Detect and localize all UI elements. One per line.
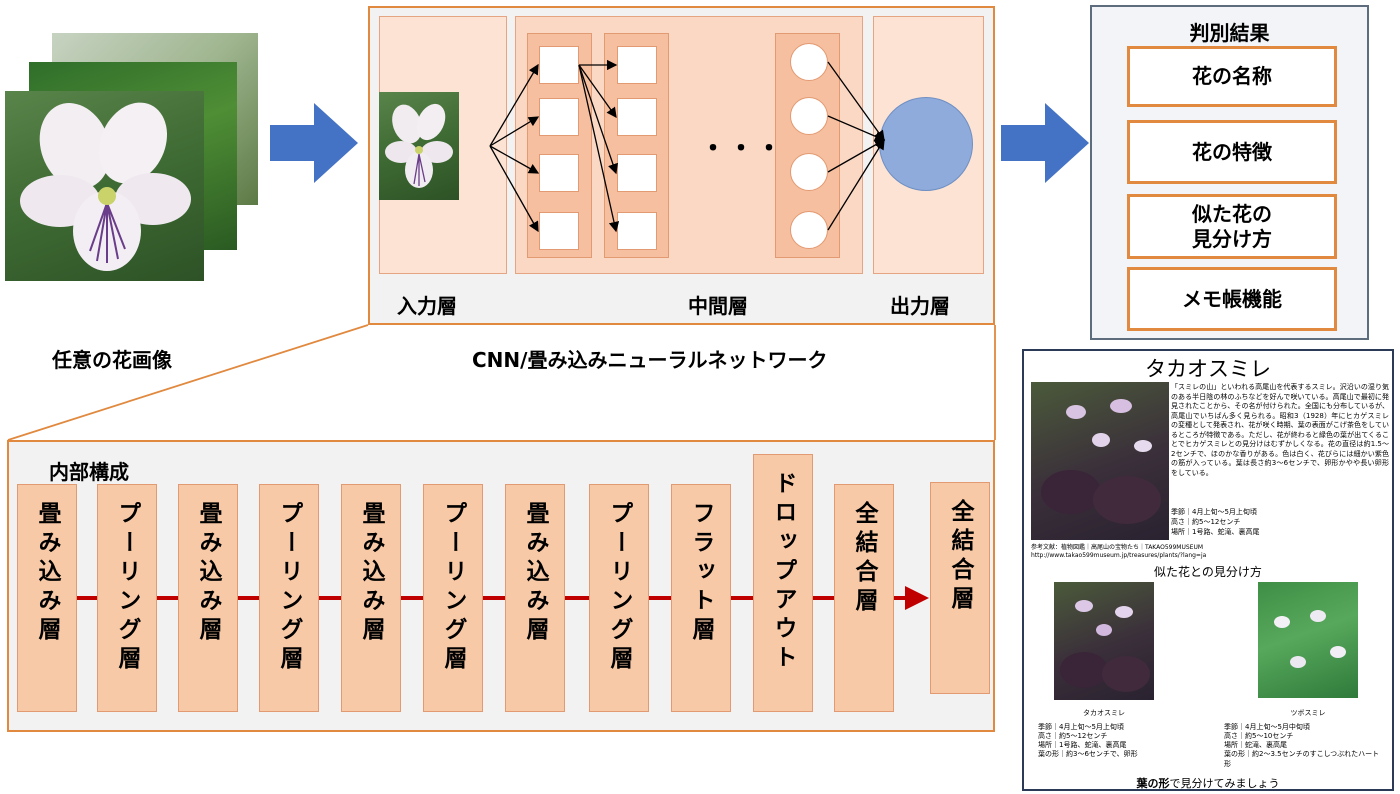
layer-dense-2: 全結合層 <box>930 482 990 694</box>
compare-photo-right <box>1258 582 1358 698</box>
violet-flower-icon <box>1060 600 1150 692</box>
result-panel: 判別結果 花の名称 花の特徴 似た花の 見分け方 メモ帳機能 <box>1090 5 1369 340</box>
output-layer-label: 出力層 <box>890 294 950 318</box>
card-main-photo <box>1031 382 1169 540</box>
node <box>617 154 657 192</box>
layer-pool-4: プーリング層 <box>589 484 649 712</box>
card-place: 場所｜1号路、蛇滝、裏高尾 <box>1171 528 1260 536</box>
middle-ellipsis: ・・・ <box>700 134 785 164</box>
card-season: 季節｜4月上旬～5月上旬頃 <box>1171 508 1257 516</box>
compare-left-name: タカオスミレ <box>1083 709 1125 717</box>
layer-conv-3: 畳み込み層 <box>341 484 401 712</box>
result-item-memo: メモ帳機能 <box>1127 267 1337 331</box>
compare-right-name: ツボスミレ <box>1290 709 1326 717</box>
node <box>617 98 657 136</box>
node-circle <box>790 211 828 249</box>
cnn-connections <box>489 59 886 233</box>
flower-photo-front <box>5 91 204 281</box>
node-circle <box>790 153 828 191</box>
card-title: タカオスミレ <box>1145 357 1271 381</box>
node <box>617 46 657 84</box>
node <box>539 154 579 192</box>
node <box>539 212 579 250</box>
node <box>617 212 657 250</box>
card-reference: 参考文献：植物図鑑｜高尾山の宝物たち｜TAKAO599MUSEUM <box>1031 544 1204 551</box>
layer-pool-1: プーリング層 <box>97 484 157 712</box>
compare-left-height: 高さ｜約5～12センチ <box>1038 732 1108 740</box>
layer-dropout: ドロップアウト <box>753 454 813 712</box>
compare-photo-left <box>1054 582 1154 700</box>
result-title: 判別結果 <box>1189 21 1270 45</box>
layer-pool-2: プーリング層 <box>259 484 319 712</box>
violet-flower-icon <box>20 102 191 271</box>
output-node <box>879 97 973 191</box>
zoom-lines <box>7 324 996 441</box>
result-item-similar: 似た花の 見分け方 <box>1127 194 1337 259</box>
layer-conv-1: 畳み込み層 <box>17 484 77 712</box>
middle-layer-label: 中間層 <box>688 294 748 318</box>
compare-left-season: 季節｜4月上旬～5月上旬頃 <box>1038 723 1124 731</box>
compare-right-season: 季節｜4月上旬～5月中旬頃 <box>1224 723 1310 731</box>
compare-left-leaf: 葉の形｜約3～6センチで、卵形 <box>1038 750 1138 758</box>
internal-title: 内部構成 <box>49 460 129 484</box>
card-description: 「スミレの山」といわれる高尾山を代表するスミレ。沢沿いの湿り気のある半日陰の林の… <box>1171 383 1389 477</box>
card-footer: 葉の形で見分けてみましょう <box>1024 775 1392 791</box>
layer-conv-2: 畳み込み層 <box>178 484 238 712</box>
violet-flower-icon <box>1041 399 1161 524</box>
card-footer-text: で見分けてみましょう <box>1169 777 1280 790</box>
internal-structure-panel: 内部構成 畳み込み層 プーリング層 畳み込み層 プーリング層 畳み込み層 プーリ… <box>7 440 995 732</box>
node-circle <box>790 97 828 135</box>
compare-left-place: 場所｜1号路、蛇滝、裏高尾 <box>1038 741 1127 749</box>
flower-info-card: タカオスミレ 「スミレの山」といわれる高尾山を代表するスミレ。沢沿いの湿り気のあ… <box>1022 349 1394 791</box>
right-arrow-icon <box>1001 103 1089 183</box>
node <box>539 98 579 136</box>
violet-flower-icon <box>385 103 453 188</box>
card-reference-url: http://www.takao599museum.jp/treasures/p… <box>1031 552 1207 559</box>
layer-pool-3: プーリング層 <box>423 484 483 712</box>
node-circle <box>790 43 828 81</box>
violet-flower-icon <box>1274 610 1346 668</box>
compare-title: 似た花との見分け方 <box>1154 565 1262 579</box>
card-height: 高さ｜約5～12センチ <box>1171 518 1241 526</box>
node <box>539 46 579 84</box>
result-item-name: 花の名称 <box>1127 46 1337 107</box>
input-layer-label: 入力層 <box>397 294 457 318</box>
card-footer-emphasis: 葉の形 <box>1136 777 1170 790</box>
input-layer-thumbnail <box>379 92 459 200</box>
layer-conv-4: 畳み込み層 <box>505 484 565 712</box>
layer-dense-1: 全結合層 <box>834 484 894 712</box>
compare-right-place: 場所｜蛇滝、裏高尾 <box>1224 741 1287 749</box>
layer-flatten: フラット層 <box>671 484 731 712</box>
cnn-caption: CNN/畳み込みニューラルネットワーク <box>472 348 828 372</box>
input-caption: 任意の花画像 <box>52 348 172 372</box>
compare-right-leaf: 葉の形｜約2～3.5センチのすこしつぶれたハート形 <box>1224 750 1380 768</box>
right-arrow-icon <box>270 103 358 183</box>
compare-right-height: 高さ｜約5～10センチ <box>1224 732 1294 740</box>
result-item-features: 花の特徴 <box>1127 120 1337 184</box>
